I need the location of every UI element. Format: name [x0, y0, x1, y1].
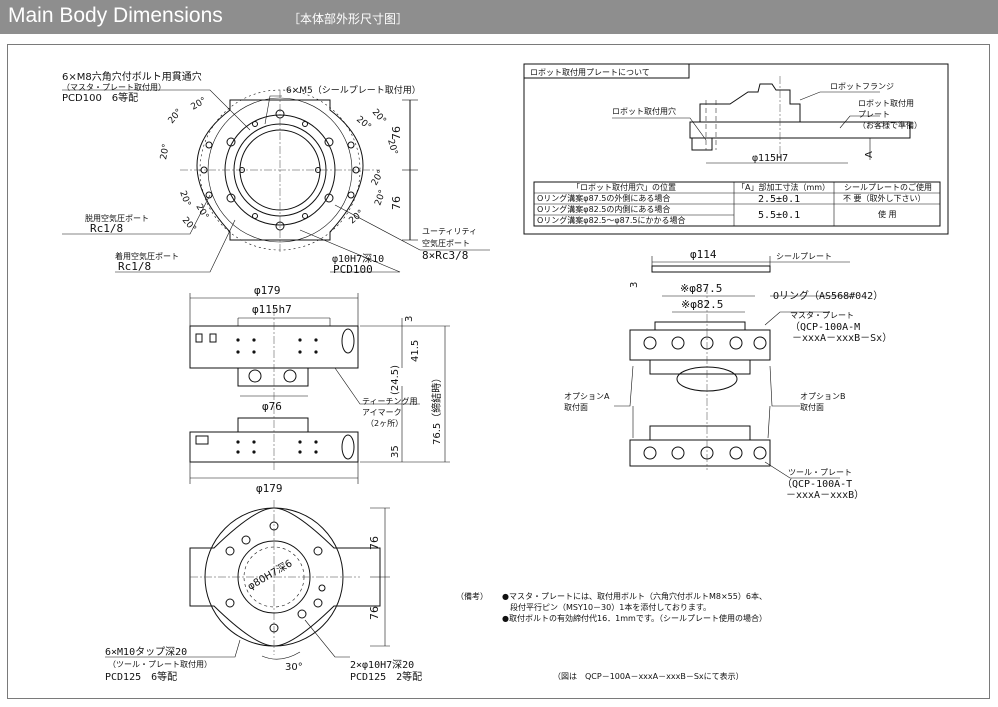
exhaust-port-label: 脱用空気圧ポート	[85, 213, 149, 223]
tool-plate-label: ツール・プレート	[788, 468, 852, 477]
angle-label: 20°	[193, 203, 210, 222]
notes-line: ●マスタ・プレートには、取付用ボルト（六角穴付ボルトM8×55）6本、	[502, 591, 767, 601]
option-b-label-1: オプションB	[800, 392, 846, 401]
tap-label-2: （ツール・プレート取付用）	[108, 659, 212, 669]
dim-a-label: A	[864, 151, 875, 158]
robot-plate-label-2: プレート	[858, 110, 890, 119]
dim-115h7: φ115h7	[252, 303, 292, 316]
table-cell: 2.5±0.1	[758, 194, 800, 205]
dim-76-5: 76.5（締結時）	[430, 373, 443, 445]
table-cell: Oリング溝案φ82.5の内側にある場合	[537, 204, 670, 214]
pin-label-2: PCD125 2等配	[350, 670, 422, 683]
dim-76-bottom: 76	[390, 196, 403, 210]
side-view	[189, 293, 450, 484]
table-header: 「A」部加工寸法（mm）	[737, 182, 830, 192]
bolt-hole-label-2: （マスタ・プレート取付用）	[62, 82, 166, 92]
seal-plate-label: シールプレート	[776, 252, 832, 261]
robot-plate-title: ロボット取付用プレートについて	[530, 67, 650, 77]
dim-41-5: 41.5	[410, 340, 421, 362]
page-title: Main Body Dimensions	[8, 4, 223, 27]
angle-30: 30°	[285, 662, 303, 673]
angle-label: 20°	[190, 96, 209, 113]
bottom-center-label: φ80H7深6	[246, 557, 295, 592]
angle-label: 20°	[373, 189, 388, 207]
table-cell: 不 要（取外し下さい）	[843, 193, 926, 203]
master-model-2: －xxxA－xxxB－Sx）	[792, 332, 892, 344]
angle-label: 20°	[370, 169, 387, 188]
notes-line: ●取付ボルトの有効締付代16．1mmです。（シールプレート使用の場合）	[502, 613, 767, 623]
dim-114: φ114	[690, 248, 717, 261]
tap-label-1: 6×M10タップ深20	[105, 646, 187, 658]
master-model-1: （QCP-100A-M	[790, 321, 860, 333]
dim-24-5: (24.5)	[390, 365, 401, 395]
page-subtitle: ［本体部外形尺寸图］	[288, 12, 409, 26]
pin-label-1: 2×φ10H7深20	[350, 659, 414, 671]
robot-hole-label: ロボット取付用穴	[612, 106, 676, 116]
angle-label: 20°	[177, 190, 192, 208]
robot-plate-label-3: （お客様で準備）	[858, 120, 922, 130]
dim-3-right: 3	[629, 282, 640, 288]
top-view	[62, 89, 490, 273]
angle-label: 20°	[180, 216, 198, 235]
table-cell: Oリング溝案φ82.5～φ87.5にかかる場合	[537, 215, 685, 225]
table-header: 「ロボット取付用穴」の位置	[572, 182, 676, 192]
pin-pcd-label: PCD100	[333, 263, 373, 276]
dim-115h7-label: φ115H7	[752, 153, 788, 164]
notes-heading: （備考）	[456, 591, 488, 601]
dim-82-5: ※φ82.5	[681, 298, 723, 311]
teaching-label-1: ティーチング用	[362, 396, 418, 406]
teaching-label-2: アイマーク	[362, 408, 402, 417]
dim-76-top: 76	[390, 126, 403, 140]
pin-hole-label: φ10H7深10	[332, 253, 384, 265]
figure-caption: （図は QCP－100A－xxxA－xxxB－Sxにて表示）	[553, 671, 744, 681]
tap-label-3: PCD125 6等配	[105, 670, 177, 683]
oring-label: Oリング（AS568#042）	[773, 289, 883, 302]
utility-label-2: 空気圧ポート	[422, 238, 470, 248]
utility-label-1: ユーティリティ	[422, 227, 477, 236]
m5-label: 6×M5（シールプレート取付用）	[286, 85, 421, 96]
dim-76: φ76	[262, 400, 282, 413]
dim-35: 35	[390, 445, 401, 458]
angle-label: 20°	[348, 208, 367, 226]
bolt-hole-pcd-label: PCD100 6等配	[62, 91, 138, 104]
robot-flange-label: ロボットフランジ	[830, 82, 894, 91]
angle-label: 20°	[385, 138, 399, 156]
bottom-dim-76-bottom: 76	[368, 606, 381, 620]
robot-plate-box	[523, 63, 949, 235]
table-cell: Oリング溝案φ87.5の外側にある場合	[537, 193, 670, 203]
angle-label: 20°	[167, 107, 185, 126]
attach-port-label: 着用空気圧ポート	[115, 251, 179, 261]
dim-179-bottom: φ179	[256, 482, 283, 495]
notes-line: 段付平行ピン（MSY10－30）1本を添付しております。	[502, 602, 711, 612]
option-a-label-2: 取付面	[564, 402, 588, 412]
dim-179-top: φ179	[254, 284, 281, 297]
bottom-dim-76-top: 76	[368, 536, 381, 550]
page-header: Main Body Dimensions ［本体部外形尺寸图］	[0, 0, 998, 34]
robot-plate-label-1: ロボット取付用	[858, 98, 914, 108]
right-view	[614, 256, 850, 479]
drawing-frame	[7, 44, 990, 699]
table-cell: 使 用	[878, 209, 897, 219]
angle-label: 20°	[354, 115, 373, 133]
dim-87-5: ※φ87.5	[680, 282, 722, 295]
bolt-hole-label-1: 6×M8六角穴付ボルト用貫通穴	[62, 70, 202, 83]
table-header: シールプレートのご使用	[844, 182, 932, 192]
option-a-label-1: オプションA	[564, 392, 610, 401]
teaching-label-3: （2ヶ所）	[366, 418, 403, 428]
utility-thread: 8×Rc3/8	[422, 249, 468, 262]
tool-model-2: －xxxA－xxxB）	[786, 489, 864, 501]
attach-port-thread: Rc1/8	[118, 260, 151, 273]
tool-model-1: （QCP-100A-T	[782, 478, 852, 490]
angle-label: 20°	[159, 143, 172, 160]
robot-plate-table: 「ロボット取付用穴」の位置 「A」部加工寸法（mm） シールプレートのご使用 O…	[537, 182, 932, 225]
dim-3: 3	[404, 316, 415, 322]
option-b-label-2: 取付面	[800, 402, 824, 412]
bottom-view	[105, 500, 390, 660]
exhaust-port-thread: Rc1/8	[90, 222, 123, 235]
table-cell: 5.5±0.1	[758, 210, 800, 221]
master-plate-label: マスタ・プレート	[790, 311, 854, 320]
